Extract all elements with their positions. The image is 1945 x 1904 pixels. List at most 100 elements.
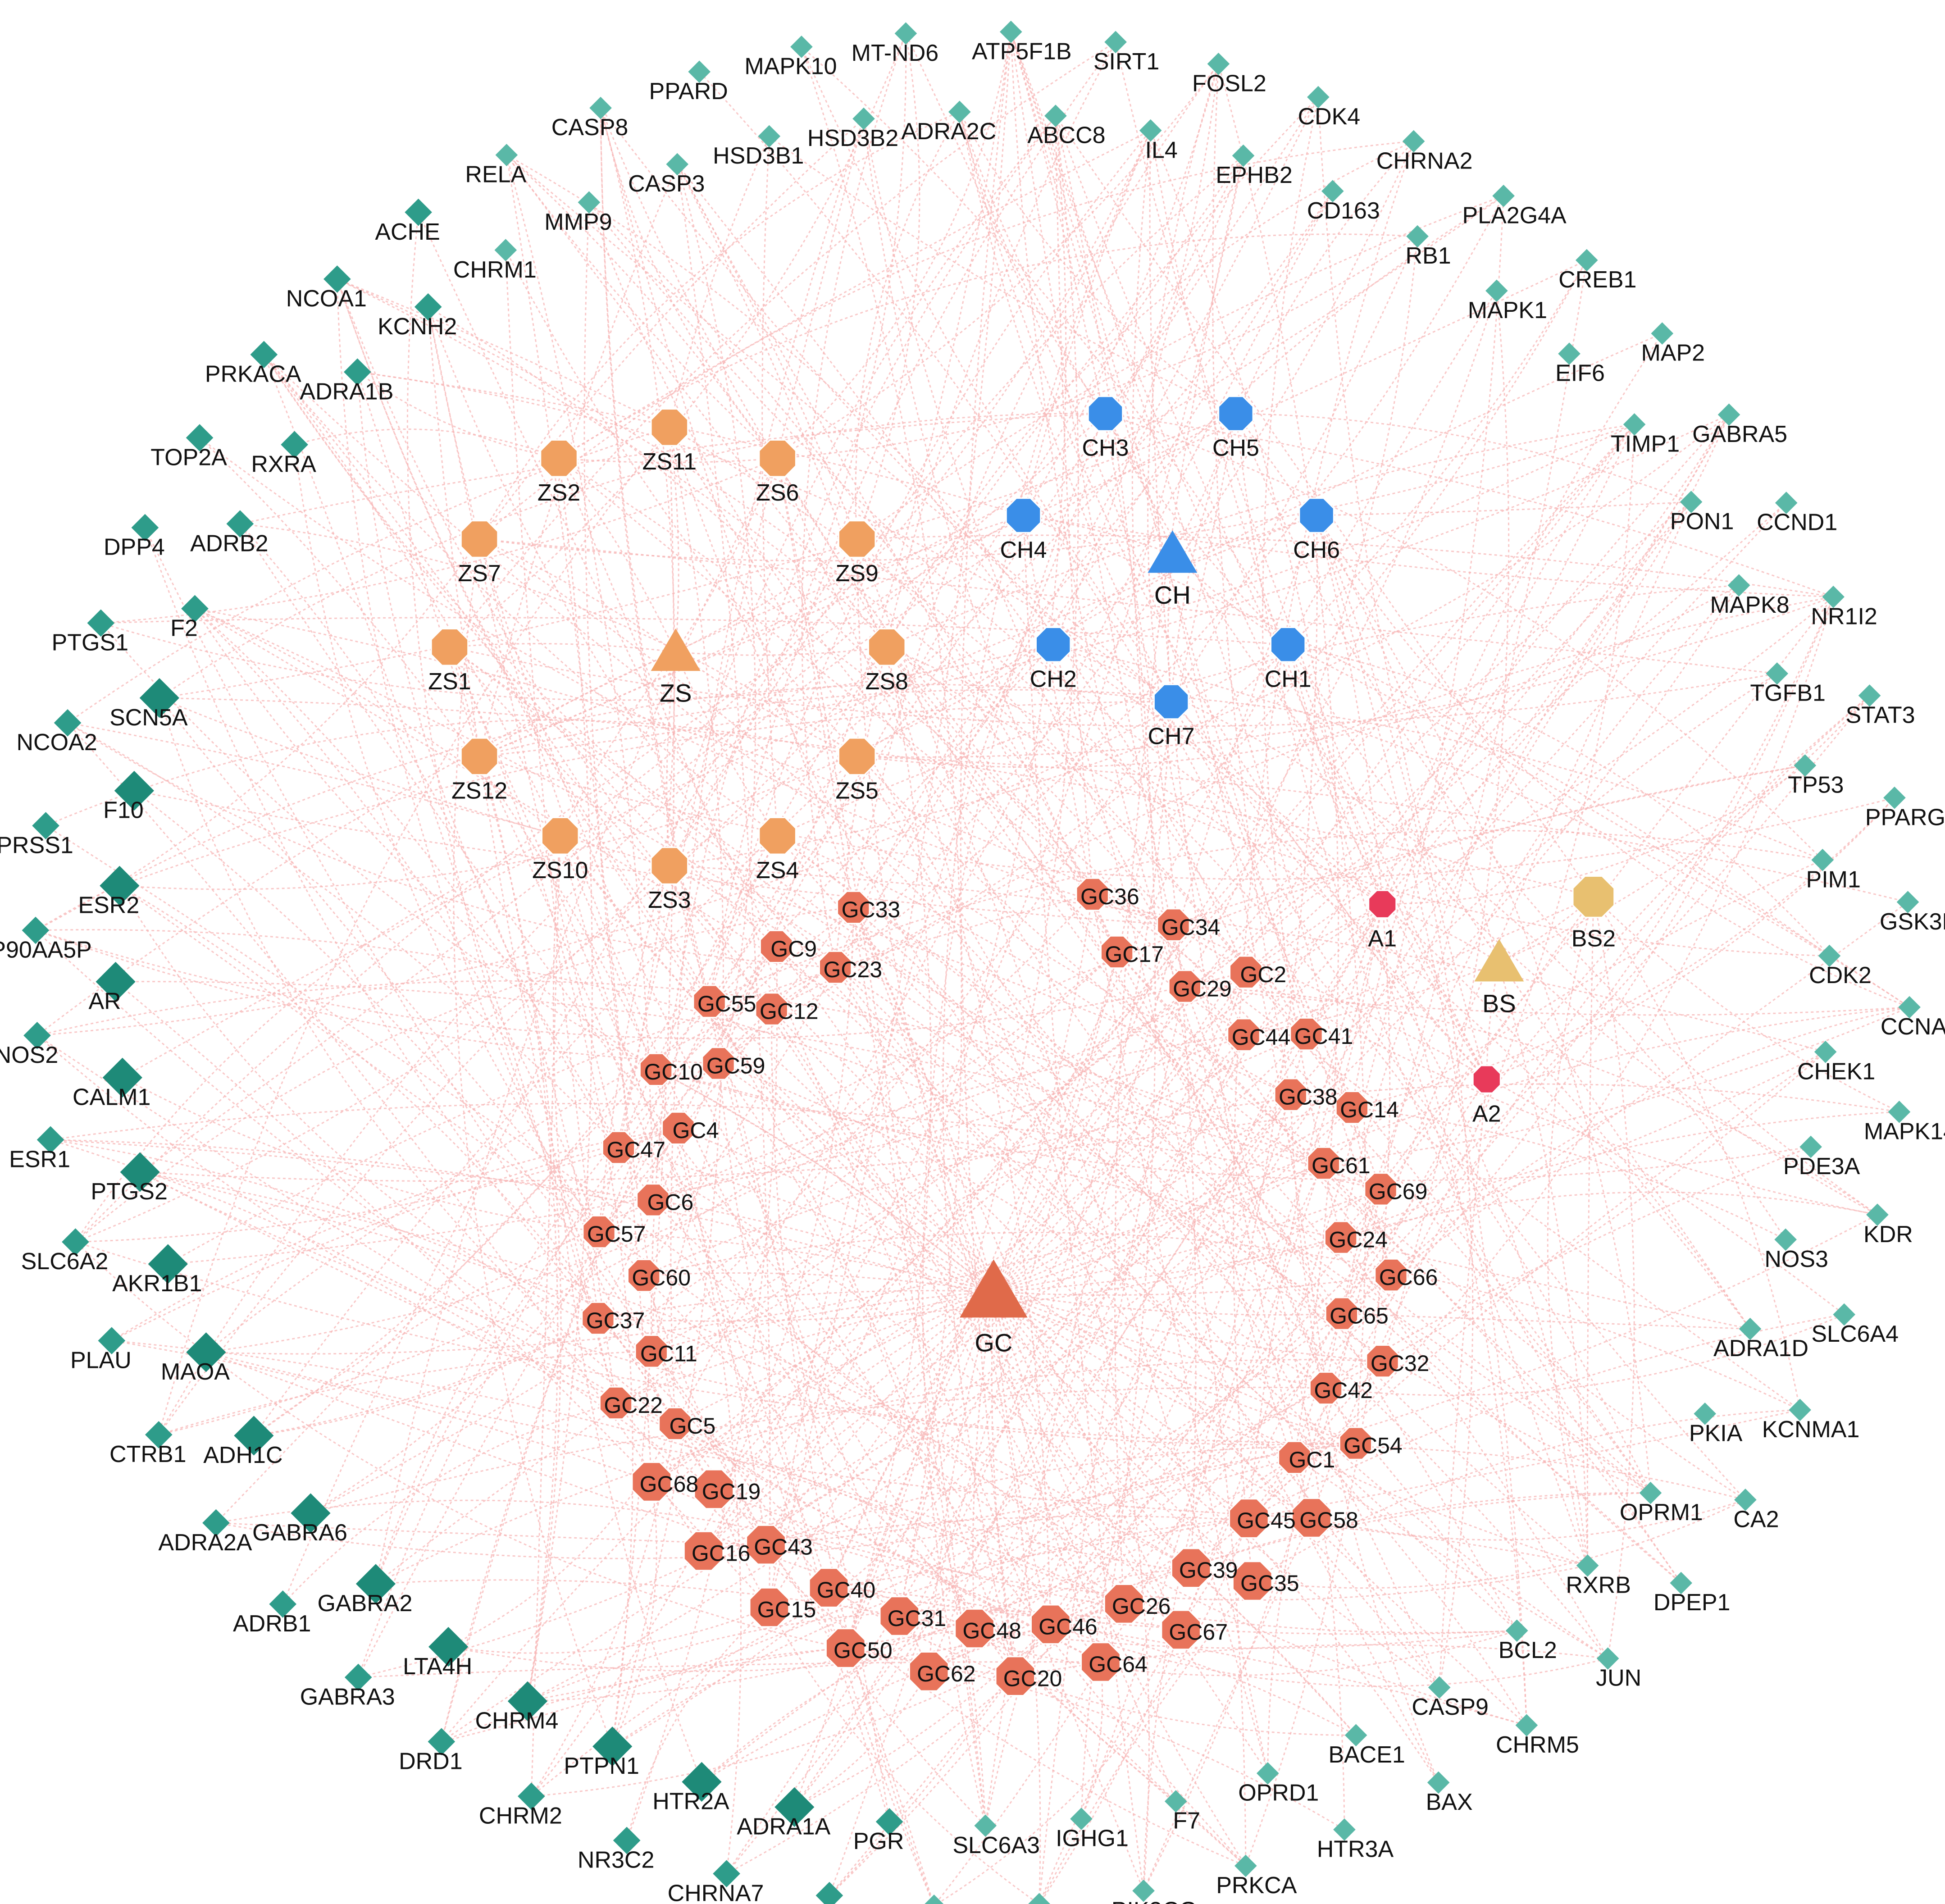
compound-node-zs3[interactable] <box>650 847 689 885</box>
target-node-eif6[interactable] <box>1558 342 1581 365</box>
target-node-sirt1[interactable] <box>1104 31 1127 54</box>
target-node-pgr[interactable] <box>875 1808 903 1836</box>
target-node-ighg1[interactable] <box>1070 1808 1093 1830</box>
target-node-adra1b[interactable] <box>344 358 371 386</box>
target-node-mapk10[interactable] <box>790 36 813 58</box>
target-node-chrna2[interactable] <box>1402 130 1425 153</box>
target-node-mapk8[interactable] <box>1727 574 1750 597</box>
target-node-jun[interactable] <box>1596 1647 1619 1670</box>
compound-node-gc20[interactable] <box>995 1656 1036 1696</box>
target-node-esr1[interactable] <box>36 1126 64 1154</box>
compound-node-gc22[interactable] <box>599 1386 633 1420</box>
compound-node-gc37[interactable] <box>581 1301 615 1335</box>
compound-node-gc50[interactable] <box>825 1628 866 1668</box>
target-node-nos2[interactable] <box>23 1021 51 1049</box>
target-node-oprd1[interactable] <box>1256 1762 1279 1785</box>
compound-node-gc16[interactable] <box>683 1530 724 1571</box>
target-node-kcnh2[interactable] <box>414 293 442 321</box>
target-node-gabra5[interactable] <box>1717 403 1740 426</box>
compound-node-gc47[interactable] <box>601 1130 636 1165</box>
target-node-scn5a[interactable] <box>139 678 179 718</box>
target-node-akr1b1[interactable] <box>148 1244 188 1284</box>
target-node-htr3a[interactable] <box>1333 1818 1356 1841</box>
target-node-nr3c2[interactable] <box>613 1827 641 1854</box>
target-node-adra1d[interactable] <box>1739 1317 1762 1340</box>
target-node-gabra3[interactable] <box>344 1663 372 1691</box>
target-node-ca2[interactable] <box>1734 1489 1757 1511</box>
target-node-bace1[interactable] <box>1344 1724 1367 1747</box>
target-node-ppard[interactable] <box>688 60 711 83</box>
herb-hub-zs[interactable] <box>651 628 701 671</box>
target-node-slc6a3[interactable] <box>974 1814 997 1837</box>
compound-node-zs2[interactable] <box>540 439 578 478</box>
compound-node-zs8[interactable] <box>868 628 906 666</box>
target-node-creb1[interactable] <box>1575 249 1598 272</box>
compound-node-a2[interactable] <box>1472 1065 1501 1094</box>
compound-node-gc29[interactable] <box>1168 970 1202 1003</box>
target-node-dpep1[interactable] <box>1670 1571 1692 1594</box>
target-node-chrm3[interactable] <box>1028 1893 1051 1904</box>
compound-node-zs4[interactable] <box>758 817 797 855</box>
target-node-lta4h[interactable] <box>428 1627 469 1667</box>
target-node-hsd3b2[interactable] <box>852 107 875 130</box>
target-node-ccnd1[interactable] <box>1775 492 1798 514</box>
target-node-adrb1[interactable] <box>269 1590 297 1618</box>
compound-node-zs9[interactable] <box>838 520 876 558</box>
target-node-prkca[interactable] <box>1234 1854 1257 1877</box>
compound-node-gc31[interactable] <box>879 1596 920 1636</box>
compound-node-gc39[interactable] <box>1171 1548 1212 1588</box>
target-node-f10[interactable] <box>114 770 154 811</box>
herb-hub-bs[interactable] <box>1474 939 1524 982</box>
target-node-timp1[interactable] <box>1623 413 1646 436</box>
herb-hub-gc[interactable] <box>960 1259 1028 1318</box>
compound-node-bs2[interactable] <box>1572 875 1615 918</box>
target-node-mt-nd6[interactable] <box>894 22 917 45</box>
compound-node-gc41[interactable] <box>1289 1017 1323 1051</box>
compound-node-gc6[interactable] <box>636 1183 670 1217</box>
compound-node-zs5[interactable] <box>838 737 876 776</box>
target-node-chrm5[interactable] <box>1515 1714 1538 1737</box>
compound-node-ch2[interactable] <box>1035 627 1071 663</box>
target-node-stat3[interactable] <box>1858 684 1881 707</box>
target-node-chrm1[interactable] <box>494 239 517 261</box>
target-node-ache[interactable] <box>405 198 432 226</box>
target-node-prkaca[interactable] <box>250 341 278 369</box>
target-node-ephb2[interactable] <box>1232 144 1255 167</box>
compound-node-gc46[interactable] <box>1030 1604 1071 1645</box>
target-node-rela[interactable] <box>495 144 518 166</box>
compound-node-gc14[interactable] <box>1335 1091 1369 1125</box>
compound-node-gc12[interactable] <box>755 992 788 1026</box>
target-node-slc6a2[interactable] <box>62 1228 89 1256</box>
target-node-gabra6[interactable] <box>291 1493 331 1533</box>
compound-node-gc54[interactable] <box>1339 1426 1372 1460</box>
target-node-ctrb1[interactable] <box>145 1421 173 1448</box>
target-node-kdr[interactable] <box>1866 1203 1889 1226</box>
target-node-slc6a4[interactable] <box>1833 1303 1856 1326</box>
target-node-pkia[interactable] <box>1694 1402 1716 1425</box>
target-node-oprm1[interactable] <box>1639 1481 1662 1504</box>
target-node-casp8[interactable] <box>589 96 612 119</box>
compound-node-ch5[interactable] <box>1218 396 1254 432</box>
compound-node-gc17[interactable] <box>1100 935 1134 969</box>
target-node-atp5f1b[interactable] <box>999 20 1022 43</box>
herb-hub-ch[interactable] <box>1148 530 1198 573</box>
target-node-adra2c[interactable] <box>948 100 971 123</box>
target-node-chek1[interactable] <box>1814 1040 1837 1063</box>
target-node-casp3[interactable] <box>666 153 689 176</box>
target-node-bax[interactable] <box>1427 1771 1450 1794</box>
compound-node-gc57[interactable] <box>582 1215 616 1249</box>
compound-node-gc59[interactable] <box>701 1047 735 1080</box>
target-node-mmp9[interactable] <box>578 191 601 214</box>
target-node-hsd3b1[interactable] <box>758 125 781 148</box>
target-node-pon1[interactable] <box>1680 491 1703 513</box>
compound-node-gc11[interactable] <box>634 1335 668 1368</box>
target-node-fosl2[interactable] <box>1207 52 1230 75</box>
compound-node-gc61[interactable] <box>1307 1146 1340 1180</box>
target-node-nr1i2[interactable] <box>1822 585 1845 608</box>
compound-node-gc69[interactable] <box>1364 1172 1398 1206</box>
target-node-adrb2[interactable] <box>226 510 254 537</box>
target-node-adh1c[interactable] <box>234 1416 274 1456</box>
compound-node-gc24[interactable] <box>1324 1221 1358 1254</box>
compound-node-gc45[interactable] <box>1229 1498 1269 1539</box>
compound-node-gc19[interactable] <box>693 1469 734 1510</box>
